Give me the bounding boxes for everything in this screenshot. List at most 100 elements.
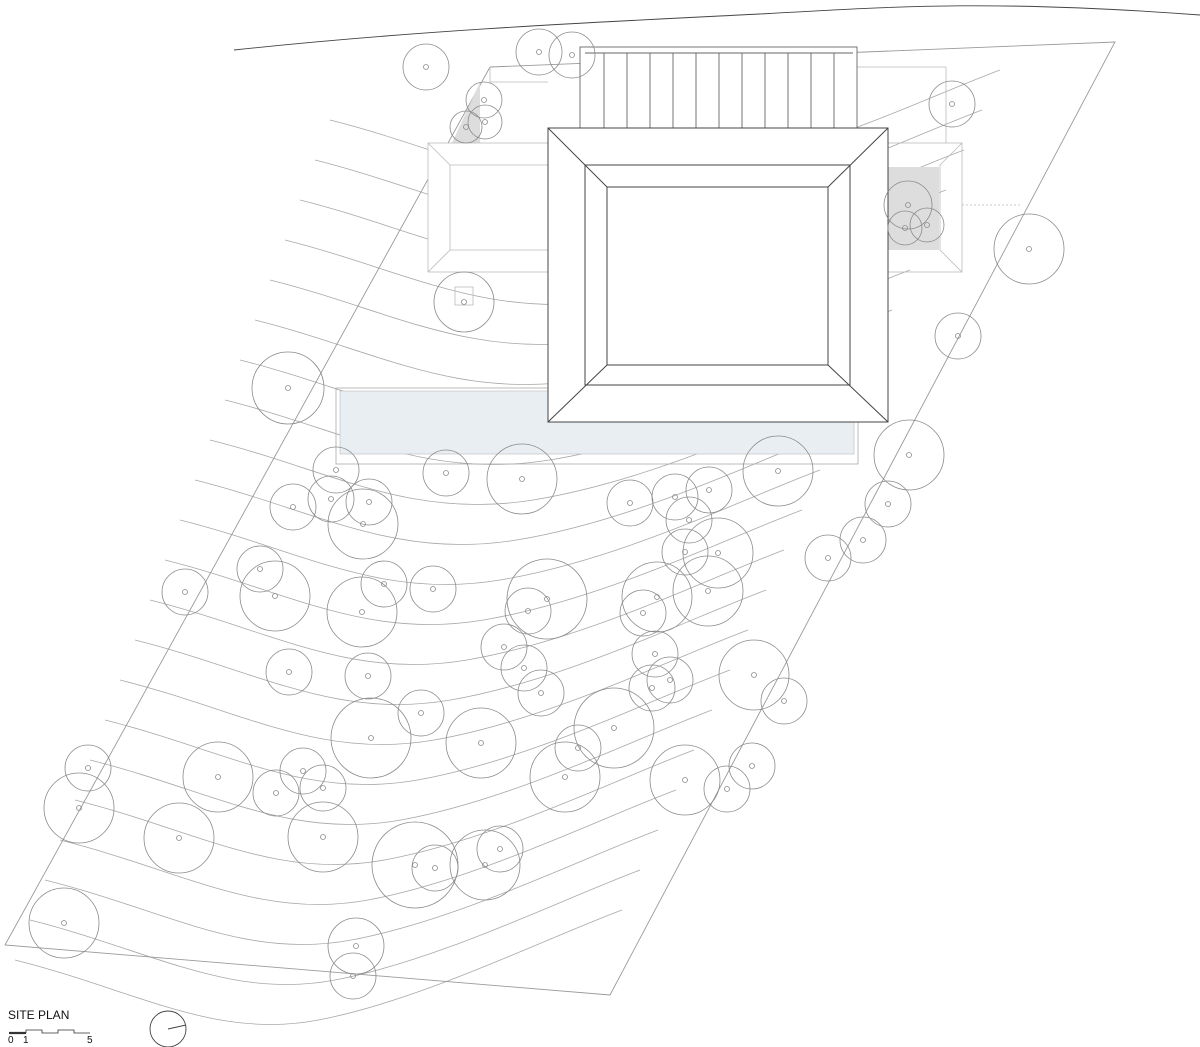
contour-line	[149, 549, 785, 665]
tree	[864, 480, 912, 528]
tree	[631, 630, 679, 678]
contour-line	[164, 509, 803, 625]
tree	[299, 764, 347, 812]
tree	[928, 80, 976, 128]
tree	[506, 558, 588, 640]
tree	[649, 744, 721, 816]
tree	[287, 801, 359, 873]
drawing-title: SITE PLAN	[8, 1008, 70, 1022]
contour-line	[29, 869, 641, 985]
tree	[887, 210, 923, 246]
tree	[433, 271, 495, 333]
contour-line	[179, 469, 821, 585]
north-arrow	[149, 1010, 187, 1047]
tree	[839, 516, 887, 564]
tree	[742, 435, 814, 507]
tree	[728, 742, 776, 790]
contour-line	[44, 829, 659, 945]
property-boundary	[4, 5, 1200, 996]
tree	[360, 560, 408, 608]
tree	[330, 697, 412, 779]
tree	[909, 207, 945, 243]
tree	[661, 528, 709, 576]
main-house-roof	[547, 127, 889, 423]
contour-line	[134, 589, 767, 705]
scale-bar	[9, 1029, 90, 1035]
tree	[804, 534, 852, 582]
tree	[554, 724, 602, 772]
side-wings	[427, 66, 1022, 306]
tree	[182, 741, 254, 813]
contour-line	[119, 629, 749, 745]
scale-label-1: 1	[23, 1035, 29, 1046]
tree	[665, 496, 713, 544]
tree	[239, 560, 311, 632]
tree	[326, 576, 398, 648]
tree	[28, 887, 100, 959]
tree	[312, 446, 360, 494]
tree	[265, 648, 313, 696]
tree	[883, 180, 933, 230]
tree	[573, 687, 655, 769]
contour-line	[74, 749, 695, 865]
deck	[579, 46, 858, 130]
tree	[345, 478, 393, 526]
tree	[682, 517, 754, 589]
tree	[517, 669, 565, 717]
tree	[606, 479, 654, 527]
tree	[251, 351, 325, 425]
tree	[465, 81, 503, 119]
tree	[327, 917, 385, 975]
tree	[236, 545, 284, 593]
tree	[449, 110, 483, 144]
tree	[646, 656, 694, 704]
tree	[685, 466, 733, 514]
tree	[619, 589, 667, 637]
tree	[548, 31, 596, 79]
tree	[143, 802, 215, 874]
tree	[445, 707, 517, 779]
tree	[703, 765, 751, 813]
tree	[467, 104, 503, 140]
tree	[529, 741, 601, 813]
tree	[672, 555, 744, 627]
tree	[409, 565, 457, 613]
tree	[329, 952, 377, 1000]
tree	[269, 483, 317, 531]
trees	[28, 28, 1065, 1000]
tree	[64, 744, 112, 792]
tree	[718, 639, 790, 711]
tree	[397, 689, 445, 737]
contour-lines	[14, 69, 1001, 1025]
tree	[934, 312, 982, 360]
tree	[480, 623, 528, 671]
tree	[628, 664, 676, 712]
tree	[486, 443, 558, 515]
tree	[307, 475, 355, 523]
scale-label-0: 0	[8, 1035, 14, 1046]
tree	[371, 821, 459, 909]
tree	[402, 43, 450, 91]
tree	[327, 488, 399, 560]
contour-line	[14, 909, 623, 1025]
tree	[161, 568, 209, 616]
contour-line	[59, 789, 677, 905]
tree	[873, 419, 945, 491]
tree	[422, 449, 470, 497]
tree	[651, 473, 699, 521]
tree	[279, 747, 327, 795]
tree	[500, 644, 548, 692]
tree	[760, 677, 808, 725]
tree	[515, 28, 563, 76]
contour-line	[89, 709, 713, 825]
tree	[621, 561, 693, 633]
tree	[252, 769, 300, 817]
tree	[43, 772, 115, 844]
contour-line	[104, 669, 731, 785]
tree	[993, 213, 1065, 285]
scale-label-5: 5	[87, 1035, 93, 1046]
tree	[411, 844, 459, 892]
tree	[504, 587, 552, 635]
tree	[344, 652, 392, 700]
